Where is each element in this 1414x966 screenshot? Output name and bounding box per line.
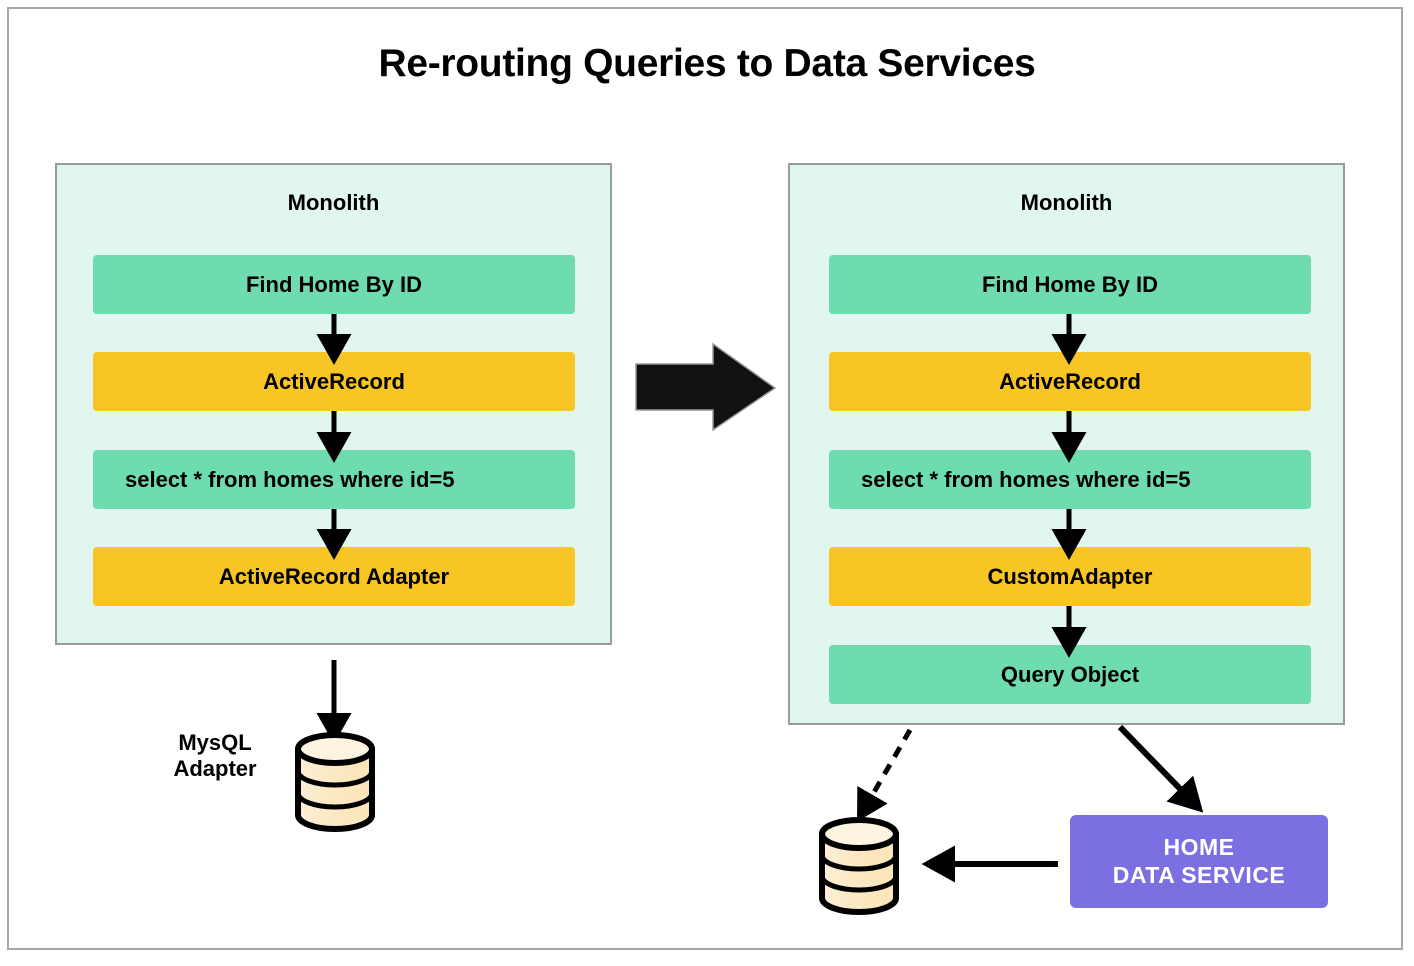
right-box-activerecord[interactable]: ActiveRecord [829, 352, 1311, 411]
home-database-cylinder [819, 817, 899, 915]
mysql-database-cylinder [295, 732, 375, 832]
home-data-service-line2: DATA SERVICE [1112, 861, 1286, 888]
left-box-activerecord-adapter[interactable]: ActiveRecord Adapter [93, 547, 575, 606]
big-right-arrow [635, 342, 777, 432]
home-data-service-line1: HOME [1163, 834, 1235, 861]
dashed-arrow-query-object-to-database [856, 728, 913, 822]
right-box-customadapter[interactable]: CustomAdapter [829, 547, 1311, 606]
left-box-activerecord[interactable]: ActiveRecord [93, 352, 575, 411]
right-box-sql-query[interactable]: select * from homes where id=5 [829, 450, 1311, 509]
right-panel-title: Monolith [1020, 190, 1113, 215]
right-box-query-object[interactable]: Query Object [829, 645, 1311, 704]
left-box-find-home-by-id[interactable]: Find Home By ID [93, 255, 575, 314]
mysql-adapter-label: MysQL Adapter [150, 730, 280, 782]
home-data-service-box[interactable]: HOME DATA SERVICE [1070, 815, 1328, 908]
mysql-adapter-label-line1: MysQL [178, 730, 252, 755]
left-box-sql-query[interactable]: select * from homes where id=5 [93, 450, 575, 509]
left-panel-title: Monolith [287, 190, 380, 215]
mysql-adapter-label-line2: Adapter [173, 755, 257, 781]
right-box-find-home-by-id[interactable]: Find Home By ID [829, 255, 1311, 314]
page-title: Re-routing Queries to Data Services [378, 42, 1036, 85]
arrow-query-object-to-home-data-service [1117, 724, 1204, 813]
